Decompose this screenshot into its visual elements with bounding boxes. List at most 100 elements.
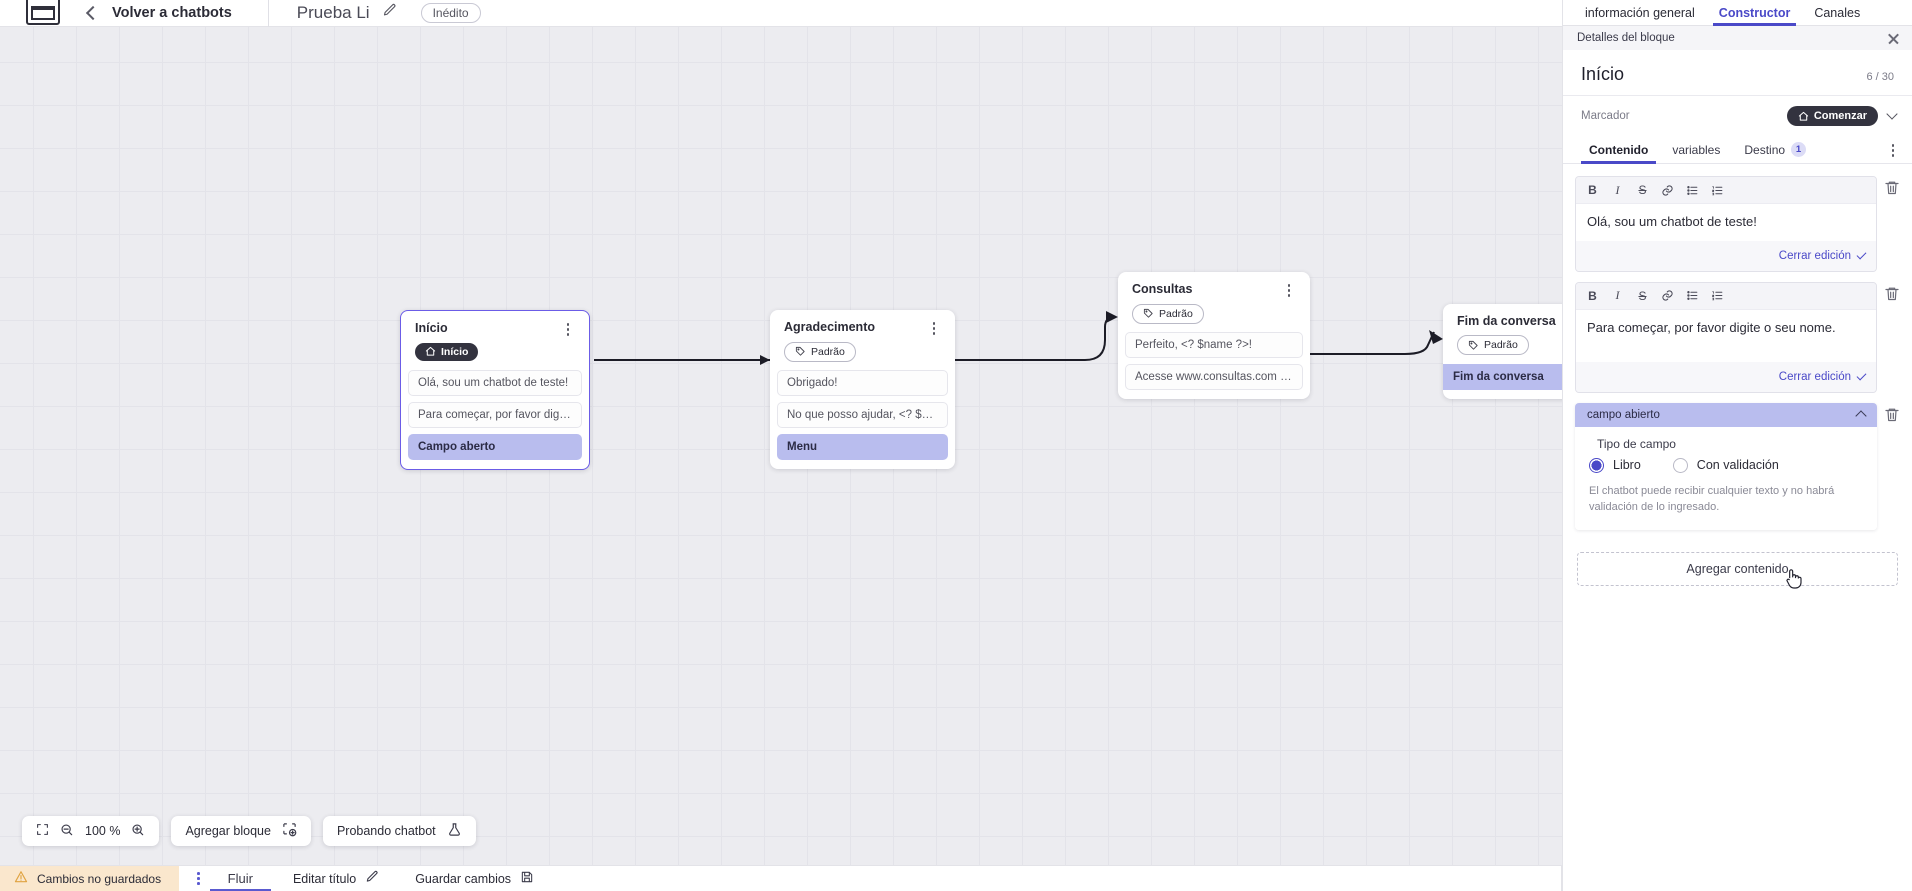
test-chatbot-button[interactable]: Probando chatbot — [322, 816, 476, 846]
add-block-button[interactable]: Agregar bloque — [171, 816, 311, 846]
node-tag-start: Início — [415, 342, 479, 361]
brand-logo[interactable] — [26, 0, 60, 25]
tab-canales[interactable]: Canales — [1814, 5, 1861, 20]
node-tag-default: Padrão — [1132, 303, 1204, 324]
hand-cursor-icon — [1783, 567, 1803, 594]
italic-icon[interactable]: I — [1615, 182, 1620, 197]
block-title: Início — [1581, 64, 1625, 84]
radio-libro[interactable] — [1589, 457, 1604, 473]
tab-variables-label: variables — [1672, 142, 1721, 157]
right-panel: información general Constructor Canales … — [1562, 0, 1912, 891]
node-message[interactable]: Para começar, por favor digite o ... — [408, 402, 582, 429]
node-menu-icon[interactable] — [1282, 282, 1296, 297]
pencil-icon[interactable] — [382, 3, 397, 23]
strikethrough-icon[interactable]: S — [1638, 288, 1647, 303]
test-chatbot-label: Probando chatbot — [336, 824, 436, 838]
zoom-out-icon[interactable] — [60, 823, 74, 840]
node-message[interactable]: Olá, sou um chatbot de teste! — [408, 370, 582, 397]
back-to-chatbots-link[interactable]: Volver a chatbots — [112, 5, 232, 21]
close-icon[interactable] — [1887, 32, 1900, 45]
tab-informacion-general[interactable]: información general — [1585, 5, 1695, 20]
radio-con-validacion[interactable] — [1672, 457, 1688, 473]
trash-icon[interactable] — [1884, 179, 1900, 196]
link-icon[interactable] — [1655, 286, 1680, 306]
node-header: Fim da conversa — [1443, 314, 1562, 328]
warning-triangle-icon — [14, 870, 28, 887]
zoom-controls: 100 % — [22, 816, 160, 846]
node-header: Consultas — [1118, 282, 1310, 297]
node-header: Início — [401, 321, 589, 336]
numbered-list-icon[interactable] — [1705, 180, 1730, 200]
node-tag-default: Padrão — [1457, 335, 1529, 355]
marker-row: Marcador Comenzar — [1563, 96, 1912, 136]
fit-screen-icon[interactable] — [36, 823, 49, 839]
editor-text-2[interactable]: Para começar, por favor digite o seu nom… — [1576, 309, 1876, 362]
rich-text-editor-2[interactable]: B I S Para começar, por favor di — [1575, 281, 1877, 393]
node-message[interactable]: No que posso ajudar, <? $name ... — [777, 402, 948, 429]
close-edit-button-2[interactable]: Cerrar edición — [1779, 370, 1867, 383]
flow-node-agradecimento[interactable]: Agradecimento Padrão Obrigado! No que po… — [770, 310, 955, 470]
node-messages: Obrigado! No que posso ajudar, <? $name … — [770, 370, 955, 461]
content-block-1: B I S Olá, sou um chatbot de tes — [1575, 176, 1900, 272]
bullet-list-icon[interactable] — [1680, 286, 1705, 306]
save-changes-button[interactable]: Guardar cambios — [415, 870, 534, 887]
chevron-up-icon[interactable] — [1855, 410, 1867, 423]
flow-canvas[interactable]: Início Início Olá, sou um chatbot de tes… — [0, 27, 1562, 865]
check-icon — [1856, 249, 1867, 260]
node-message[interactable]: Acesse www.consultas.com par... — [1125, 364, 1303, 391]
bold-icon[interactable]: B — [1588, 183, 1597, 197]
content-block-2: B I S Para começar, por favor di — [1575, 281, 1900, 393]
flow-node-fim-da-conversa[interactable]: Fim da conversa Padrão Fim da conversa — [1443, 304, 1562, 399]
open-field-header[interactable]: campo abierto — [1575, 402, 1877, 427]
node-message-highlight[interactable]: Campo aberto — [408, 434, 582, 461]
editor-text-1[interactable]: Olá, sou um chatbot de teste! — [1576, 204, 1876, 241]
block-details-header: Detalles del bloque — [1563, 26, 1912, 50]
edit-title-button[interactable]: Editar título — [293, 870, 379, 887]
content-more-menu-icon[interactable] — [1886, 142, 1900, 157]
tab-contenido[interactable]: Contenido — [1577, 136, 1660, 164]
close-edit-button-1[interactable]: Cerrar edición — [1778, 249, 1867, 262]
status-kebab-menu-icon[interactable] — [197, 872, 200, 885]
editor-footer-2: Cerrar edición — [1576, 361, 1876, 392]
back-chevron-icon[interactable] — [85, 5, 101, 21]
node-tag-row: Padrão — [1118, 303, 1310, 325]
node-message-highlight[interactable]: Menu — [777, 434, 948, 461]
node-message-highlight[interactable]: Fim da conversa — [1443, 363, 1562, 390]
flow-node-inicio[interactable]: Início Início Olá, sou um chatbot de tes… — [400, 310, 590, 471]
tab-variables[interactable]: variables — [1660, 136, 1732, 164]
italic-icon[interactable]: I — [1615, 288, 1620, 303]
bold-icon[interactable]: B — [1588, 288, 1597, 303]
open-field-body: Tipo de campo Libro Con validación El ch… — [1575, 426, 1877, 530]
field-help-text: El chatbot puede recibir cualquier texto… — [1589, 484, 1835, 514]
trash-icon[interactable] — [1884, 285, 1900, 302]
node-menu-icon[interactable] — [561, 321, 575, 336]
content-tabs: Contenido variables Destino 1 — [1563, 136, 1912, 164]
destino-badge: 1 — [1791, 142, 1807, 157]
close-edit-label: Cerrar edición — [1778, 249, 1851, 262]
zoom-level-label: 100 % — [85, 824, 121, 838]
link-icon[interactable] — [1655, 180, 1680, 200]
node-message[interactable]: Obrigado! — [777, 370, 948, 397]
rich-text-editor-1[interactable]: B I S Olá, sou um chatbot de tes — [1575, 176, 1877, 272]
block-details-label: Detalles del bloque — [1577, 32, 1675, 44]
trash-icon[interactable] — [1884, 406, 1900, 423]
node-title: Início — [415, 321, 448, 335]
tab-constructor[interactable]: Constructor — [1707, 0, 1803, 26]
status-bar-divider — [1561, 866, 1562, 891]
add-content-button[interactable]: Agregar contenido — [1577, 551, 1898, 589]
node-header: Agradecimento — [770, 320, 955, 335]
tab-fluir[interactable]: Fluir — [209, 866, 272, 891]
zoom-in-icon[interactable] — [131, 823, 145, 840]
node-tag-row: Padrão — [1443, 335, 1562, 356]
open-field-card: campo abierto Tipo de campo Libro Con va… — [1575, 402, 1877, 530]
node-message[interactable]: Perfeito, <? $name ?>! — [1125, 332, 1303, 359]
flow-node-consultas[interactable]: Consultas Padrão Perfeito, <? $name ?>! … — [1118, 272, 1310, 400]
node-menu-icon[interactable] — [927, 320, 941, 335]
marker-pill-comenzar[interactable]: Comenzar — [1786, 106, 1878, 126]
strikethrough-icon[interactable]: S — [1638, 183, 1647, 197]
chevron-down-icon[interactable] — [1886, 108, 1898, 120]
tab-destino[interactable]: Destino 1 — [1732, 136, 1818, 164]
numbered-list-icon[interactable] — [1705, 286, 1730, 306]
bullet-list-icon[interactable] — [1680, 180, 1705, 200]
